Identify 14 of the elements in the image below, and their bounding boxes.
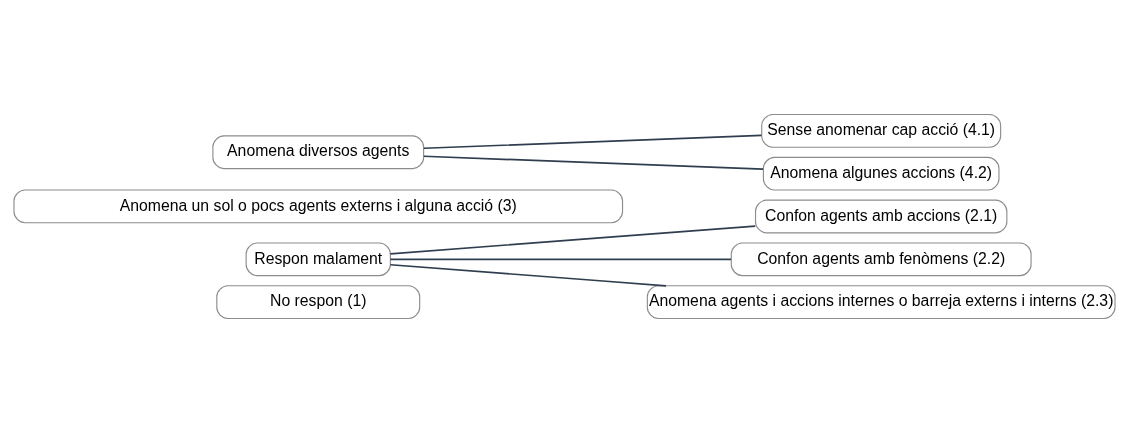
connector [423, 154, 764, 170]
node-box: Anomena algunes accions (4.2) [762, 156, 1000, 191]
node-box: No respon (1) [216, 284, 421, 319]
connector [389, 258, 732, 260]
node-box: Anomena diversos agents [212, 134, 425, 169]
connector [389, 224, 757, 255]
node-box: Respon malament [245, 241, 391, 276]
node-box: Confon agents amb accions (2.1) [754, 199, 1008, 233]
connector [389, 263, 667, 287]
node-box: Confon agents amb fenòmens (2.2) [730, 241, 1032, 276]
node-box: Anomena agents i accions internes o barreja externs i interns (2.3) [646, 284, 1116, 319]
connector [423, 134, 763, 149]
node-box: Anomena un sol o pocs agents externs i alguna acció (3) [13, 188, 624, 223]
node-box: Sense anomenar cap acció (4.1) [761, 113, 1002, 148]
